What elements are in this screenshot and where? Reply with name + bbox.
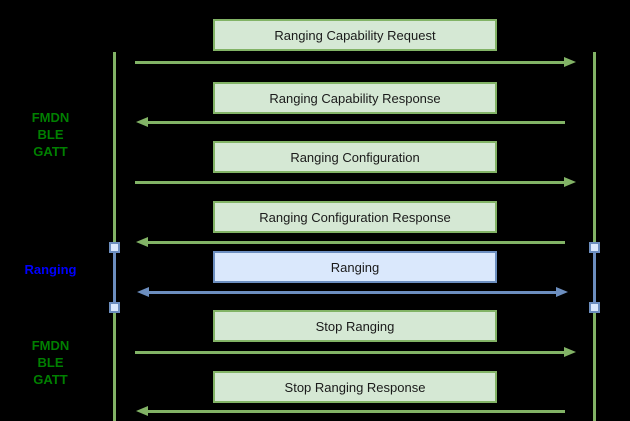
- lifeline-right-upper: [593, 52, 596, 247]
- label-line: BLE: [37, 127, 64, 142]
- ranging-endpoint-square-left-bottom: [109, 302, 120, 313]
- arrowhead-right-icon: [564, 177, 576, 187]
- arrowhead-left-icon: [136, 117, 148, 127]
- label-line: FMDN: [31, 338, 70, 353]
- message-box-ranging-configuration-response: Ranging Configuration Response: [213, 201, 497, 233]
- ranging-endpoint-square-right-top: [589, 242, 600, 253]
- label-fmdn-ble-gatt-top: FMDN BLE GATT: [0, 109, 101, 160]
- arrow-line: [135, 181, 564, 184]
- arrowhead-right-icon: [564, 57, 576, 67]
- message-box-ranging: Ranging: [213, 251, 497, 283]
- message-box-stop-ranging: Stop Ranging: [213, 310, 497, 342]
- lifeline-right-ranging-segment: [593, 247, 596, 308]
- lifeline-left-lower: [113, 308, 116, 421]
- arrowhead-left-icon: [136, 237, 148, 247]
- arrow-line: [148, 121, 565, 124]
- ranging-endpoint-square-left-top: [109, 242, 120, 253]
- label-line: Ranging: [24, 262, 77, 277]
- label-line: GATT: [33, 372, 68, 387]
- label-fmdn-ble-gatt-bottom: FMDN BLE GATT: [0, 337, 101, 388]
- arrowhead-right-icon: [556, 287, 568, 297]
- arrow-line: [148, 410, 565, 413]
- label-line: GATT: [33, 144, 68, 159]
- lifeline-left-ranging-segment: [113, 247, 116, 308]
- arrowhead-left-icon: [136, 406, 148, 416]
- ranging-endpoint-square-right-bottom: [589, 302, 600, 313]
- label-line: BLE: [37, 355, 64, 370]
- message-box-stop-ranging-response: Stop Ranging Response: [213, 371, 497, 403]
- lifeline-left-upper: [113, 52, 116, 247]
- arrowhead-right-icon: [564, 347, 576, 357]
- message-box-ranging-capability-response: Ranging Capability Response: [213, 82, 497, 114]
- message-box-ranging-configuration: Ranging Configuration: [213, 141, 497, 173]
- lifeline-right-lower: [593, 308, 596, 421]
- arrow-line: [135, 351, 564, 354]
- message-box-ranging-capability-request: Ranging Capability Request: [213, 19, 497, 51]
- label-ranging: Ranging: [0, 261, 101, 278]
- arrow-line: [135, 61, 564, 64]
- arrowhead-left-icon: [137, 287, 149, 297]
- arrow-line: [149, 291, 556, 294]
- label-line: FMDN: [31, 110, 70, 125]
- arrow-line: [148, 241, 565, 244]
